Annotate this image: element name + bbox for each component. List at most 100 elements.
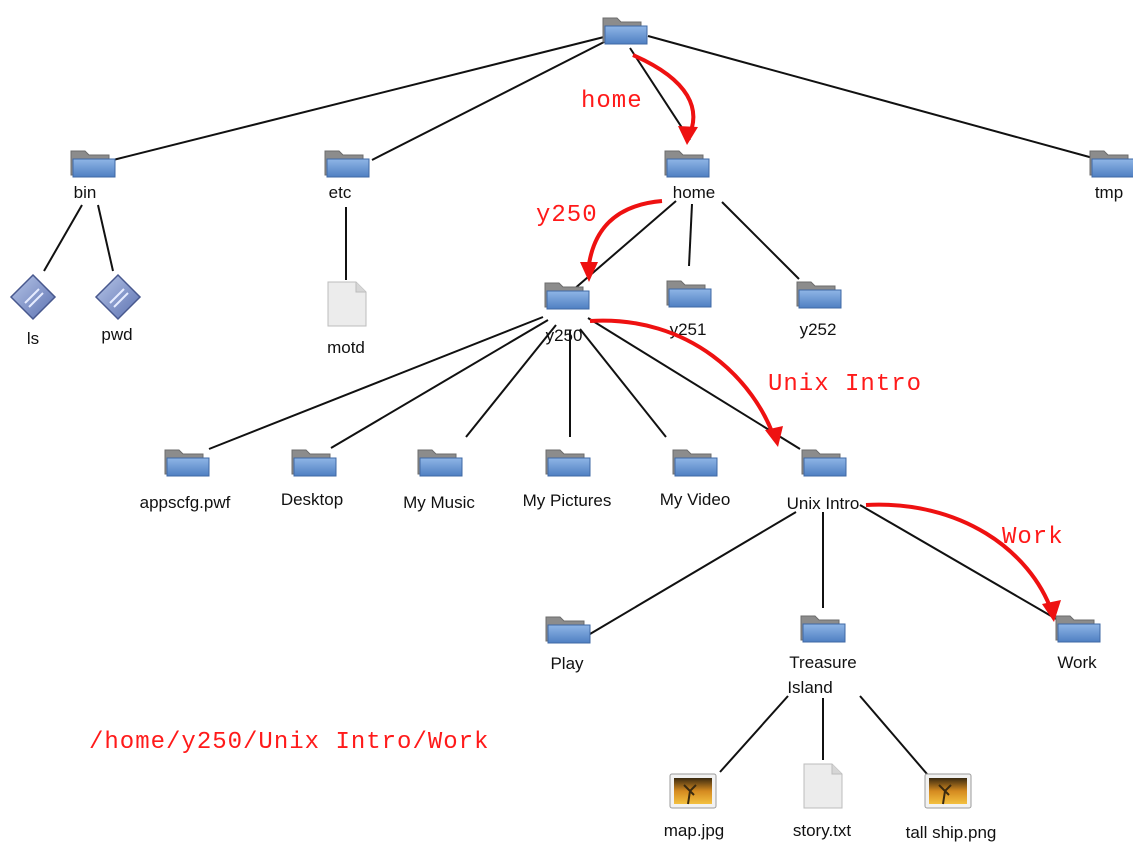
arrow-to-work — [865, 502, 1054, 613]
edge-bin-pwd — [97, 204, 114, 272]
folder-icon — [672, 449, 718, 477]
folder-icon — [602, 17, 648, 45]
executable-icon — [95, 274, 141, 320]
edge-y250-unixintro — [587, 317, 801, 450]
folder-bin[interactable]: bin — [70, 150, 116, 202]
edge-unix-play — [589, 511, 797, 635]
edge-root-home — [629, 47, 691, 141]
folder-work[interactable]: Work — [1055, 615, 1101, 672]
file-story[interactable]: story.txt — [793, 763, 852, 840]
folder-label-y252: y252 — [800, 320, 837, 339]
folder-icon — [545, 449, 591, 477]
folder-icon — [664, 150, 710, 178]
edge-treasure-tallship — [859, 695, 928, 775]
folder-label-y250: y250 — [546, 326, 583, 345]
file-label-story: story.txt — [793, 821, 852, 840]
document-icon — [803, 763, 843, 809]
file-label-appscfg: appscfg.pwf — [140, 493, 231, 512]
image-icon — [924, 773, 972, 809]
folder-icon — [666, 280, 712, 308]
folder-icon — [796, 281, 842, 309]
folder-label-unix-intro: Unix Intro — [787, 494, 860, 513]
folder-tmp[interactable]: tmp — [1089, 150, 1133, 202]
folder-icon — [291, 449, 337, 477]
edge-home-y251 — [688, 203, 693, 267]
full-path-text: /home/y250/Unix Intro/Work — [89, 729, 489, 756]
folder-root[interactable] — [602, 17, 648, 45]
file-label-motd: motd — [327, 338, 365, 357]
folder-label-treasure: Treasure — [789, 653, 856, 672]
folder-desktop[interactable]: Desktop — [281, 449, 343, 509]
arrowhead-work — [1042, 600, 1061, 622]
edge-y250-desktop — [330, 319, 549, 449]
folder-label-my-music: My Music — [403, 493, 475, 512]
folder-icon — [1055, 615, 1101, 643]
folder-label-bin: bin — [74, 183, 97, 202]
folder-label-home: home — [673, 183, 716, 202]
edge-unix-work — [859, 504, 1059, 621]
file-tall-ship[interactable]: tall ship.png — [906, 773, 997, 842]
file-label-pwd: pwd — [101, 325, 132, 344]
arrow-label-unix-intro: Unix Intro — [768, 371, 922, 398]
edge-y250-appscfg — [208, 316, 544, 450]
arrow-label-home: home — [581, 88, 643, 115]
executable-icon — [10, 274, 56, 320]
folder-label-island: Island — [787, 678, 832, 697]
arrowhead-y250 — [580, 262, 598, 282]
file-map[interactable]: map.jpg — [664, 773, 724, 840]
arrow-label-work: Work — [1002, 524, 1064, 551]
folder-label-play: Play — [550, 654, 584, 673]
file-label-tall-ship: tall ship.png — [906, 823, 997, 842]
folder-my-music[interactable]: My Music — [403, 449, 475, 512]
edge-treasure-map — [719, 695, 789, 773]
folder-my-video[interactable]: My Video — [660, 449, 731, 509]
folder-icon — [545, 616, 591, 644]
folder-icon — [1089, 150, 1133, 178]
edge-root-tmp — [647, 35, 1094, 159]
folder-play[interactable]: Play — [545, 616, 591, 673]
image-icon — [669, 773, 717, 809]
folder-label-tmp: tmp — [1095, 183, 1123, 202]
file-label-map: map.jpg — [664, 821, 724, 840]
edge-bin-ls — [43, 204, 83, 272]
folder-icon — [70, 150, 116, 178]
folder-unix-intro[interactable]: Unix Intro — [787, 449, 860, 513]
folder-my-pictures[interactable]: My Pictures — [523, 449, 612, 510]
edge-y250-video — [579, 328, 667, 438]
path-arrows — [580, 53, 1061, 622]
folder-icon — [324, 150, 370, 178]
folder-y251[interactable]: y251 — [666, 280, 712, 339]
file-pwd[interactable]: pwd — [95, 274, 141, 344]
folder-home[interactable]: home — [664, 150, 716, 202]
folder-icon — [164, 449, 210, 477]
folder-icon — [800, 615, 846, 643]
folder-label-my-video: My Video — [660, 490, 731, 509]
folder-icon — [801, 449, 847, 477]
folder-icon — [544, 282, 590, 310]
arrowhead-unix-intro — [765, 426, 783, 447]
folder-y252[interactable]: y252 — [796, 281, 842, 339]
arrow-to-y250 — [586, 199, 663, 273]
folder-label-etc: etc — [329, 183, 352, 202]
file-appscfg[interactable]: appscfg.pwf — [140, 449, 231, 512]
arrow-label-y250: y250 — [536, 202, 598, 229]
folder-label-desktop: Desktop — [281, 490, 343, 509]
file-label-ls: ls — [27, 329, 39, 348]
document-icon — [327, 281, 367, 327]
folder-label-my-pictures: My Pictures — [523, 491, 612, 510]
folder-etc[interactable]: etc — [324, 150, 370, 202]
edge-root-bin — [112, 36, 605, 161]
file-ls[interactable]: ls — [10, 274, 56, 348]
folder-treasure-island[interactable]: Treasure Island — [787, 615, 857, 697]
edge-root-etc — [371, 39, 609, 161]
arrow-to-unix-intro — [589, 318, 777, 441]
folder-label-work: Work — [1057, 653, 1097, 672]
edge-y250-music — [465, 324, 557, 438]
edge-home-y252 — [721, 201, 800, 280]
file-motd[interactable]: motd — [327, 281, 367, 357]
folder-y250[interactable]: y250 — [544, 282, 590, 345]
tree-edges — [43, 35, 1094, 775]
arrowhead-home — [678, 126, 698, 145]
folder-icon — [417, 449, 463, 477]
